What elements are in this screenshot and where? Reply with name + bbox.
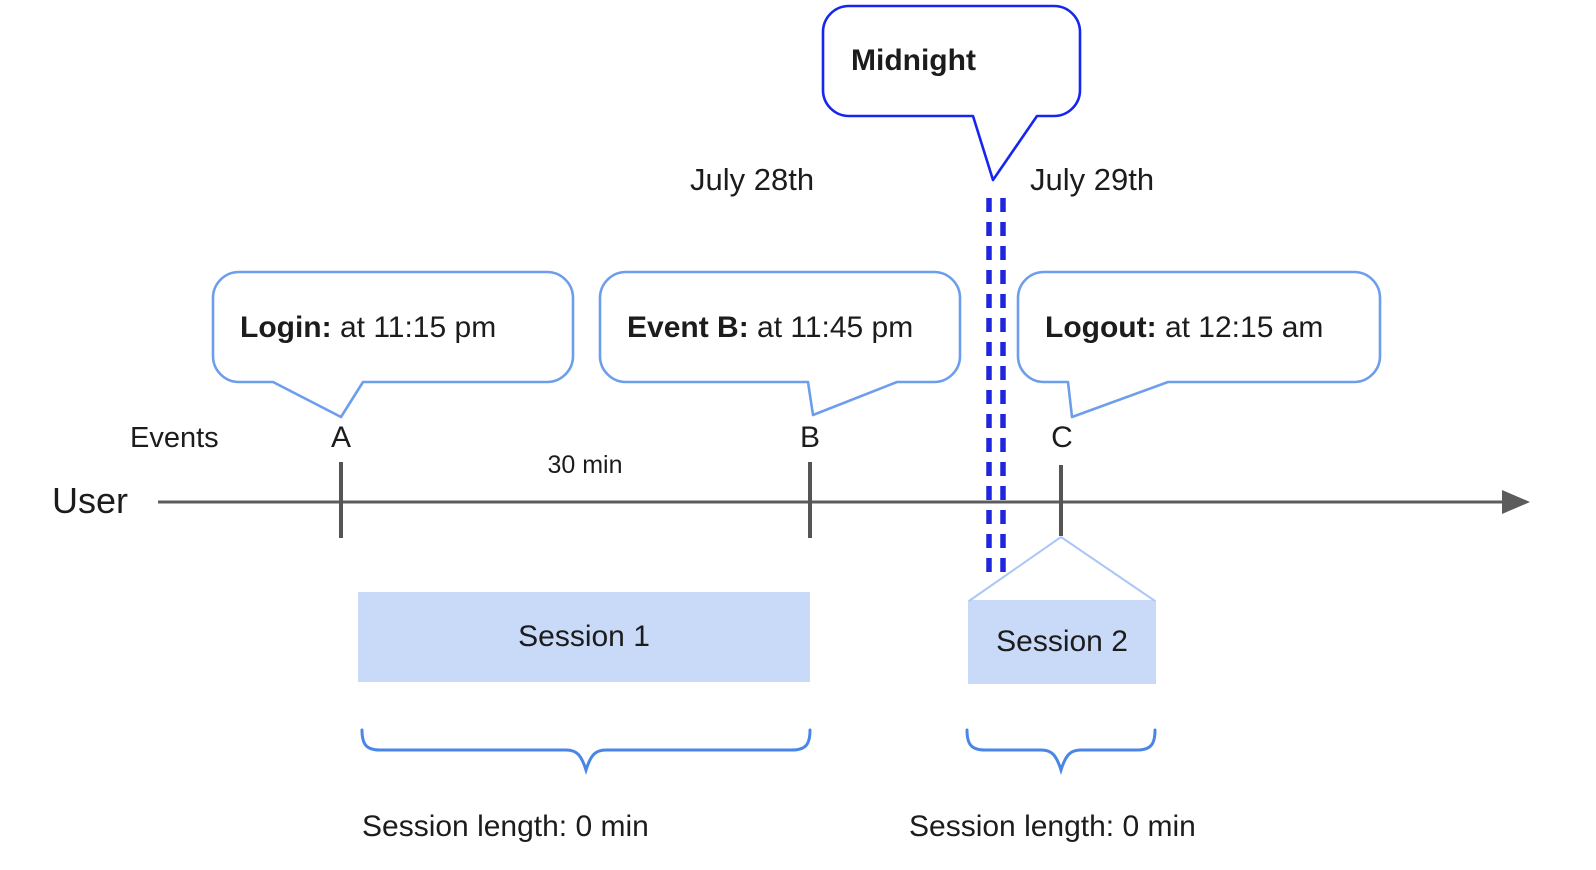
logout-callout-title: Logout: (1045, 311, 1157, 344)
session-1-brace (360, 728, 812, 776)
session-2-connector-left (968, 536, 1062, 602)
events-row-label: Events (130, 422, 219, 454)
event-b-callout-bubble (598, 270, 962, 417)
date-label-july-28: July 28th (690, 162, 815, 197)
login-callout-text: Login: at 11:15 pm (240, 311, 496, 345)
event-marker-a: A (330, 421, 352, 454)
event-b-callout-detail: at 11:45 pm (748, 311, 914, 344)
session-1-box: Session 1 (358, 592, 810, 682)
event-b-callout-text: Event B: at 11:45 pm (627, 311, 913, 345)
login-callout-bubble (211, 270, 575, 419)
session-1-length-label: Session length: 0 min (362, 810, 649, 843)
session-1-label: Session 1 (518, 620, 650, 653)
session-2-label: Session 2 (996, 625, 1128, 658)
event-marker-b: B (799, 421, 821, 454)
date-label-july-29: July 29th (1030, 162, 1155, 197)
midnight-callout-bubble (821, 4, 1082, 182)
interval-30min-label: 30 min (547, 451, 623, 479)
timeline-arrowhead-icon (1502, 490, 1530, 514)
session-2-box: Session 2 (968, 600, 1156, 684)
event-marker-c: C (1051, 421, 1073, 454)
login-callout-detail: at 11:15 pm (331, 311, 497, 344)
user-row-label: User (52, 480, 129, 521)
event-b-callout-title: Event B: (627, 311, 749, 344)
session-2-brace (965, 728, 1157, 776)
midnight-label: Midnight (851, 44, 976, 77)
session-2-length-label: Session length: 0 min (909, 810, 1196, 843)
session-2-connector-right (1060, 536, 1156, 602)
logout-callout-detail: at 12:15 am (1156, 311, 1324, 344)
logout-callout-bubble (1016, 270, 1382, 419)
login-callout-title: Login: (240, 311, 332, 344)
logout-callout-text: Logout: at 12:15 am (1045, 311, 1323, 345)
